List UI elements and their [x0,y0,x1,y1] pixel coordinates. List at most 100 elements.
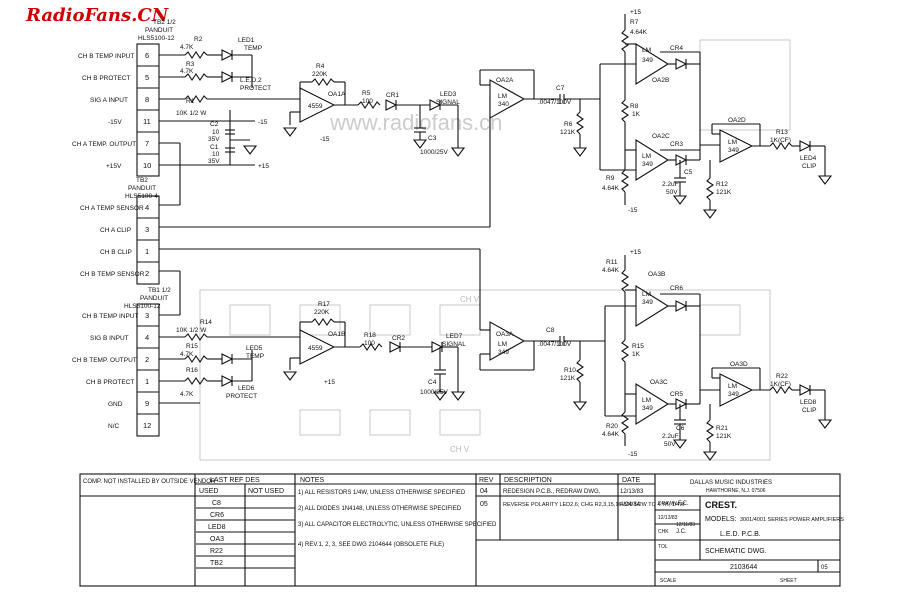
label-r11-p15: +15 [630,249,641,256]
label-oa1a-ic: 4559 [308,103,323,110]
rev-04-date: 12/13/83 [620,489,644,495]
rev-05: 05 [480,501,488,508]
models-value: 3001/4001 SERIES POWER AMPLIFIERS [740,517,844,523]
label-c7: C7 [556,85,565,92]
label-led6: LED6 [238,385,255,392]
tb1-pin-1: 1 [145,377,149,386]
label-r10-value: 121K [560,375,576,382]
label-oa2b: OA2B [652,77,669,84]
label-cr1: CR1 [386,92,399,99]
label-r14-value: 10K 1/2 W [176,327,207,334]
note-2: 2) ALL DIODES 1N4148, UNLESS OTHERWISE S… [298,506,462,512]
last-ref-c8: C8 [212,500,221,507]
label-led2-fn: PROTECT [240,85,271,92]
label-cr2: CR2 [392,335,405,342]
label-led6-fn: PROTECT [226,393,257,400]
label-c2-value: 10 [212,129,220,136]
tb1-pin-4: 4 [145,333,149,342]
label-oa3b-lm-num: 349 [642,299,653,306]
last-ref-r22: R22 [210,548,223,555]
label-r1-value: 10K 1/2 W [176,110,207,117]
company-name: DALLAS MUSIC INDUSTRIES [690,480,772,486]
label-r21-value: 121K [716,433,732,440]
label-oa1b-ic: 4559 [308,345,323,352]
chk-label: CHK [658,529,669,535]
label-r11-value: 4.64K [602,267,620,274]
tb1-pin-3: 3 [145,311,149,320]
label-r6: R6 [564,121,573,128]
label-c2: C2 [210,121,219,128]
tb1-label-sig-b-input: SIG B INPUT [90,335,129,342]
revision-number: 05 [821,565,828,571]
label-oa3d-lm: LM [728,383,737,390]
tb1-part: HLS5100-12 [124,303,161,310]
company-address: HAWTHORNE, N.J. 07506 [706,488,766,494]
label-oa3a: OA3A [496,331,514,338]
label-r15b: R15 [186,343,198,350]
tb2b-label-ch-a-temp-sensor: CH A TEMP SENSOR [80,205,144,212]
label-cr3: CR3 [670,141,683,148]
tb1-ref: TB1 1/2 [148,287,171,294]
label-led5-fn: TEMP [246,353,264,360]
label-oa3b: OA3B [648,271,665,278]
label-r7-value: 4.64K [630,29,648,36]
label-r18-value: 100 [364,340,375,347]
tb2-pin-6: 6 [145,51,149,60]
label-led7: LED7 [446,333,463,340]
label-c1-value: 10 [212,151,220,158]
chk-by: J.C. [676,529,687,535]
tb2b-pin-2: 2 [145,269,149,278]
last-ref-tb2: TB2 [210,560,223,567]
label-r16-value: 4.7K [180,391,194,398]
tb2b-label-ch-b-clip: CH B CLIP [100,249,132,256]
label-led7-fn: SIGNAL [442,341,466,348]
label-r5-value: 100 [362,98,373,105]
label-led8-fn: CLIP [802,407,816,414]
tb2-name: PANDUIT [145,27,173,34]
label-r17: R17 [318,301,330,308]
tb2b-label-ch-b-temp-sensor: CH B TEMP SENSOR [80,271,145,278]
tb2-label-ch-b-temp-input: CH B TEMP INPUT [78,53,134,60]
label-r22-value: 1K(CF) [770,381,791,388]
label-cr6: CR6 [670,285,683,292]
drawn-date: 12/13/83 [658,515,678,521]
title-block: COMP. NOT INSTALLED BY OUTSIDE VENDOR LA… [79,473,844,587]
label-c8-value: .0047/100V [538,341,572,348]
tb2-pin-5: 5 [145,73,149,82]
label-r1: R1 [186,98,195,105]
note-1: 1) ALL RESISTORS 1/4W, UNLESS OTHERWISE … [298,490,466,496]
tb2-label-ch-a-temp-output: CH A TEMP. OUTPUT [72,141,136,148]
last-ref-header: LAST REF DES [210,477,260,484]
tb2b-ref: TB2 [136,177,148,184]
note-3: 3) ALL CAPACITOR ELECTROLYTIC, UNLESS OT… [298,522,497,528]
label-oa2c-lm: LM [642,153,651,160]
label-r20: R20 [606,423,618,430]
label-oa2a: OA2A [496,77,514,84]
rev-05-date: 4/24/84 [620,502,641,508]
label-oa3c-lm-num: 349 [642,405,653,412]
label-c3: C3 [428,135,437,142]
drawing-type: SCHEMATIC DWG. [705,548,767,555]
drawing-title: L.E.D. P.C.B. [720,531,761,538]
label-r3-value: 4.7K [180,68,194,75]
tb1-block: TB1 1/2 PANDUIT HLS5100-12 3 4 2 1 9 12 … [72,287,171,437]
label-led5: LED5 [246,345,263,352]
label-oa2c-lm-num: 349 [642,161,653,168]
tb2-block: TB2 1/2 PANDUIT HLS5100-12 6 5 8 11 7 10… [72,19,176,177]
label-oa3a-lm-num: 349 [498,349,509,356]
label-led4-fn: CLIP [802,163,816,170]
label-oa2c: OA2C [652,133,670,140]
drawn-by: F.C. [678,501,689,507]
rev-header: REV [479,477,494,484]
tb2-label-p15v: +15V [106,163,122,170]
label-led8: LED8 [800,399,817,406]
label-oa1a-m15: -15 [320,136,330,143]
label-led2: L.E.D.2 [240,77,262,84]
label-r13-value: 1K(CF) [770,137,791,144]
label-c3-value: 1000/25V [420,149,448,156]
label-led4: LED4 [800,155,817,162]
label-r18: R18 [364,332,376,339]
rev-04-desc: REDESIGN P.C.B., REDRAW DWG. [503,489,601,495]
label-r20-value: 4.64K [602,431,620,438]
label-oa2b-lm-num: 349 [642,57,653,64]
